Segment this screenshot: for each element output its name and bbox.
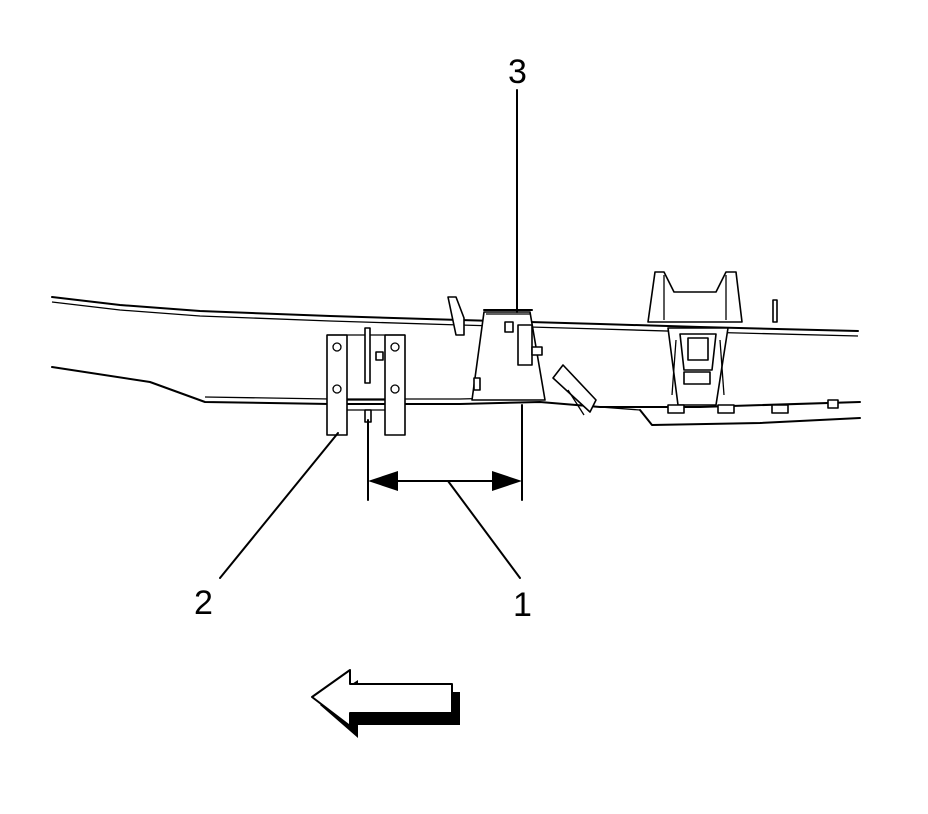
crossmember-mount [447,296,546,401]
left-arrow-icon [311,669,460,738]
callout-1: 1 [513,586,532,624]
callout-2: 2 [194,584,213,622]
bracket-assembly [326,327,406,436]
dimension-measurement [367,404,523,501]
callout-3: 3 [508,53,527,91]
leader-line-2 [219,432,339,579]
rear-crossmember [647,271,839,414]
leader-line-1 [447,480,521,579]
angled-tab [552,364,597,416]
